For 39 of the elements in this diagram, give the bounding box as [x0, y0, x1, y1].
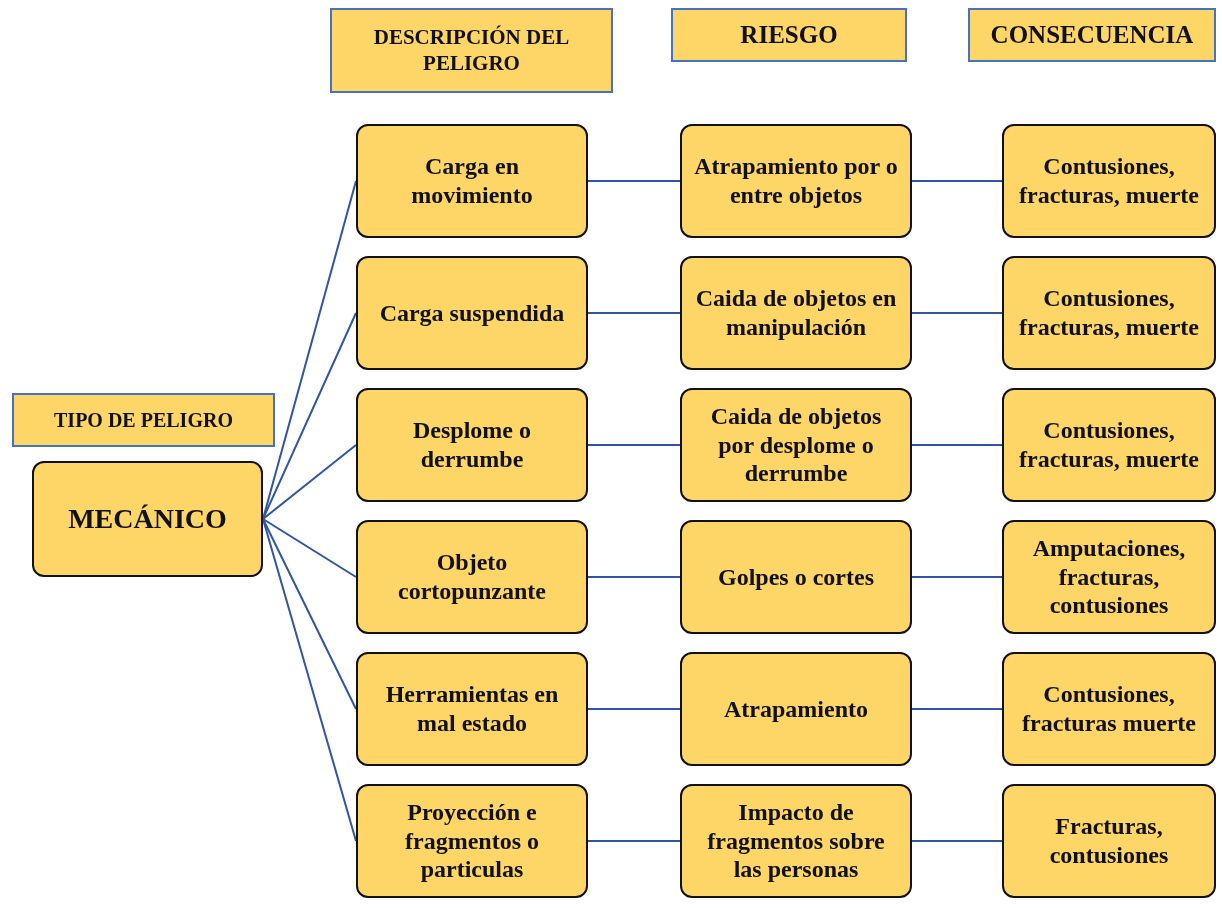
process-box: Carga en movimiento — [356, 124, 588, 238]
process-box: Caida de objetos en manipulación — [680, 256, 912, 370]
process-box: Amputaciones, fracturas, contusiones — [1002, 520, 1216, 634]
process-box: Golpes o cortes — [680, 520, 912, 634]
process-box: Contusiones, fracturas muerte — [1002, 652, 1216, 766]
process-box: Desplome o derrumbe — [356, 388, 588, 502]
connector-line — [262, 518, 357, 710]
connector-line — [587, 576, 681, 578]
connector-line — [587, 312, 681, 314]
connector-line — [262, 518, 357, 578]
connector-line — [587, 840, 681, 842]
column-header-box: DESCRIPCIÓN DEL PELIGRO — [330, 8, 613, 93]
process-box: Fracturas, contusiones — [1002, 784, 1216, 898]
process-box: Impacto de fragmentos sobre las personas — [680, 784, 912, 898]
process-box: Proyección e fragmentos o particulas — [356, 784, 588, 898]
process-box: Herramientas en mal estado — [356, 652, 588, 766]
connector-line — [911, 444, 1003, 446]
connector-line — [262, 444, 357, 520]
connector-line — [587, 444, 681, 446]
column-header-box: TIPO DE PELIGRO — [12, 393, 275, 447]
connector-line — [587, 708, 681, 710]
process-box: Atrapamiento por o entre objetos — [680, 124, 912, 238]
process-box: Objeto cortopunzante — [356, 520, 588, 634]
category-box: MECÁNICO — [32, 461, 263, 577]
connector-line — [587, 180, 681, 182]
connector-line — [911, 840, 1003, 842]
process-box: Atrapamiento — [680, 652, 912, 766]
process-box: Caida de objetos por desplome o derrumbe — [680, 388, 912, 502]
process-box: Contusiones, fracturas, muerte — [1002, 124, 1216, 238]
column-header-box: CONSECUENCIA — [968, 8, 1216, 62]
process-box: Contusiones, fracturas, muerte — [1002, 388, 1216, 502]
connector-line — [911, 576, 1003, 578]
connector-line — [911, 708, 1003, 710]
connector-line — [911, 180, 1003, 182]
process-box: Contusiones, fracturas, muerte — [1002, 256, 1216, 370]
connector-line — [911, 312, 1003, 314]
connector-line — [262, 312, 357, 520]
process-box: Carga suspendida — [356, 256, 588, 370]
column-header-box: RIESGO — [671, 8, 907, 62]
